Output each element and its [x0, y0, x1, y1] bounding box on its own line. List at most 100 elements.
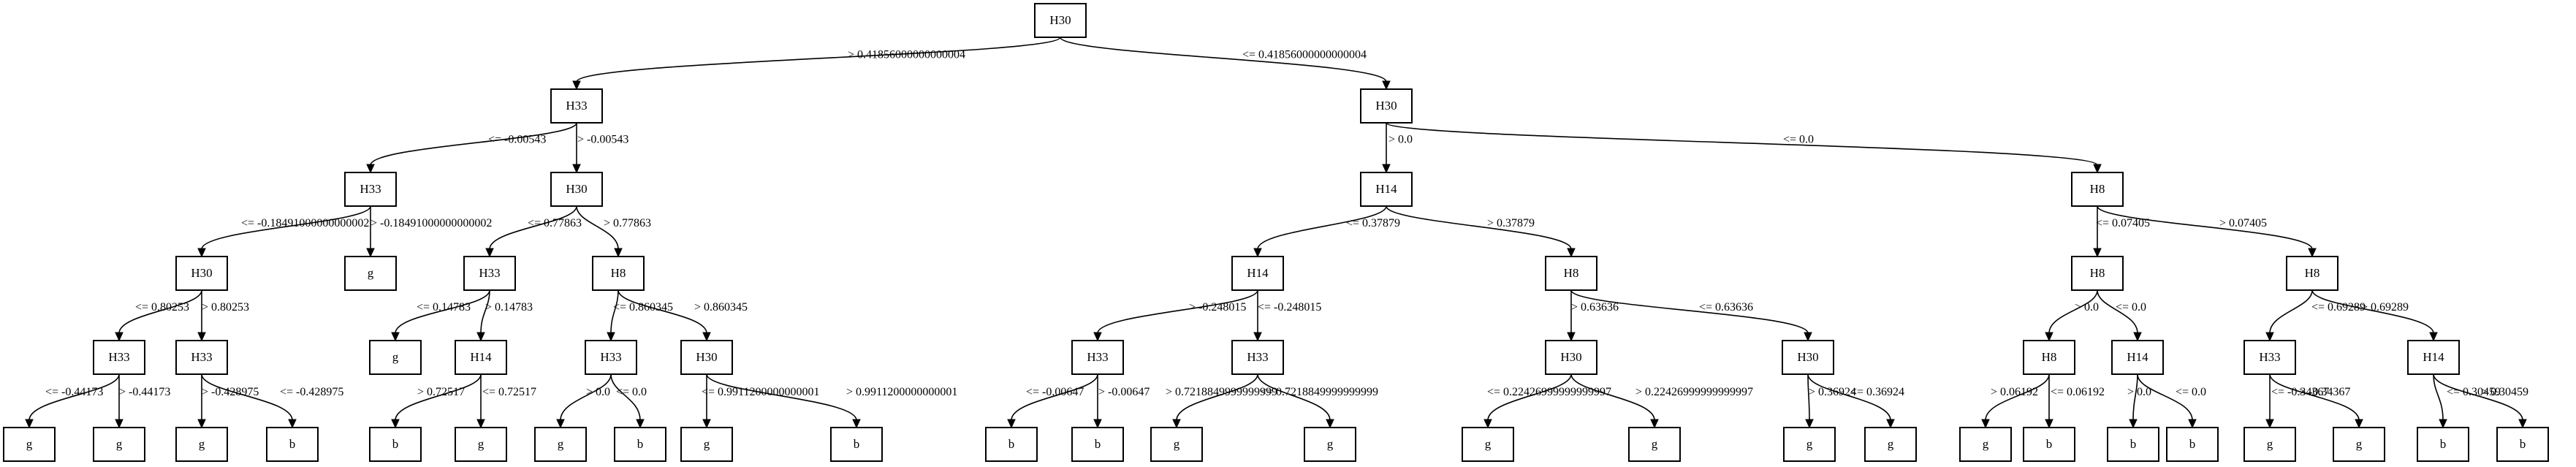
tree-edge: > 0.7218849999999999: [1166, 373, 1277, 429]
edge-label: > -0.34367: [2299, 386, 2350, 398]
edge-arrowhead: [1172, 419, 1181, 429]
tree-leaf-node: g: [2333, 427, 2385, 462]
edge-label: <= 0.72517: [482, 386, 536, 398]
edge-arrowhead: [2093, 164, 2102, 174]
tree-split-node: H14: [1360, 172, 1413, 207]
node-box: [1231, 340, 1284, 375]
node-box: [2071, 172, 2124, 207]
edge-label: <= 0.14783: [417, 301, 471, 314]
edge-arrowhead: [1483, 419, 1492, 429]
edge-label: <= -0.00543: [488, 133, 546, 145]
edge-label: > 0.7218849999999999: [1166, 386, 1277, 398]
edge-arrowhead: [2308, 248, 2317, 258]
node-box: [534, 427, 587, 462]
tree-split-node: H30: [550, 172, 603, 207]
node-label: g: [392, 350, 399, 364]
node-box: [175, 256, 228, 291]
edge-line: [2048, 289, 2098, 334]
node-label: g: [1174, 437, 1180, 451]
edge-line: [576, 37, 1061, 83]
node-label: H8: [1564, 266, 1579, 280]
tree-edge: > 0.0: [556, 373, 612, 429]
edge-arrowhead: [636, 419, 645, 429]
node-label: H14: [1247, 266, 1269, 280]
edge-arrowhead: [1253, 332, 1262, 342]
node-box: [266, 427, 319, 462]
node-label: H30: [1797, 350, 1818, 364]
edge-label: > -0.248015: [1189, 301, 1246, 314]
edge-arrowhead: [1093, 332, 1102, 342]
tree-leaf-node: g: [175, 427, 228, 462]
edge-arrowhead: [1382, 80, 1391, 91]
node-label: H8: [2090, 266, 2105, 280]
edge-label: <= -0.44173: [45, 386, 103, 398]
edge-arrowhead: [2093, 248, 2102, 258]
edge-line: [560, 373, 612, 421]
node-label: H14: [1375, 182, 1397, 196]
edge-line: [1257, 373, 1331, 421]
tree-leaf-node: g: [1959, 427, 2012, 462]
edge-label: > 0.30459: [2481, 386, 2528, 398]
tree-split-node: H30: [1034, 3, 1087, 38]
edge-arrowhead: [197, 332, 206, 342]
edge-label: <= -0.18491000000000002: [241, 217, 369, 229]
tree-edge: <= 0.22426999999999997: [1483, 373, 1611, 429]
edge-label: <= 0.63636: [1699, 301, 1753, 314]
tree-edge: > 0.06192: [1981, 373, 2050, 429]
node-box: [2023, 340, 2075, 375]
node-label: b: [2130, 437, 2137, 451]
node-box: [2496, 427, 2549, 462]
edge-arrowhead: [366, 248, 375, 258]
edge-arrowhead: [2129, 419, 2138, 429]
edge-arrowhead: [485, 248, 494, 258]
edge-line: [610, 373, 641, 421]
edge-arrowhead: [2265, 419, 2274, 429]
tree-leaf-node: b: [830, 427, 883, 462]
edge-label: > 0.77863: [604, 217, 651, 229]
tree-edge: <= 0.37879: [1253, 205, 1400, 258]
edge-line: [201, 373, 293, 421]
node-label: b: [289, 437, 296, 451]
edge-arrowhead: [1093, 419, 1102, 429]
edge-label: > 0.06192: [1991, 386, 2038, 398]
node-box: [585, 340, 637, 375]
tree-edge: <= 0.0: [2097, 289, 2146, 342]
edge-arrowhead: [2429, 332, 2438, 342]
tree-edge: > 0.860345: [618, 289, 748, 342]
node-label: b: [2520, 437, 2526, 451]
node-label: H8: [611, 266, 626, 280]
node-label: g: [26, 437, 33, 451]
node-label: H33: [1087, 350, 1108, 364]
node-label: b: [2440, 437, 2447, 451]
node-box: [344, 256, 397, 291]
edge-arrowhead: [556, 419, 565, 429]
node-label: g: [368, 266, 374, 280]
edge-line: [395, 289, 490, 334]
edge-label: <= 0.0: [2116, 301, 2146, 314]
tree-split-node: H14: [2111, 340, 2164, 375]
edge-arrowhead: [366, 164, 375, 174]
edge-line: [1011, 373, 1098, 421]
node-label: H33: [1247, 350, 1268, 364]
node-label: H30: [696, 350, 717, 364]
edge-label: > -0.00647: [1098, 386, 1150, 398]
tree-leaf-node: g: [455, 427, 507, 462]
edge-label: <= 0.22426999999999997: [1487, 386, 1611, 398]
tree-leaf-node: g: [344, 256, 397, 291]
edge-label: <= 0.0: [1783, 133, 1814, 145]
node-label: g: [199, 437, 205, 451]
tree-split-node: H33: [1231, 340, 1284, 375]
tree-edge: <= 0.30459: [2433, 373, 2501, 429]
edge-label: > 0.36924: [1809, 386, 1856, 398]
edge-label: <= 0.80253: [135, 301, 189, 314]
node-box: [2286, 256, 2338, 291]
tree-edge: <= -0.18491000000000002: [197, 205, 371, 258]
node-box: [680, 427, 733, 462]
tree-leaf-node: b: [266, 427, 319, 462]
edge-line: [1807, 373, 1891, 421]
tree-leaf-node: b: [2107, 427, 2159, 462]
tree-edge: <= 0.41856000000000004: [1060, 37, 1391, 91]
edge-label: <= -0.248015: [1258, 301, 1321, 314]
edge-line: [118, 289, 202, 334]
node-box: [1462, 427, 1514, 462]
